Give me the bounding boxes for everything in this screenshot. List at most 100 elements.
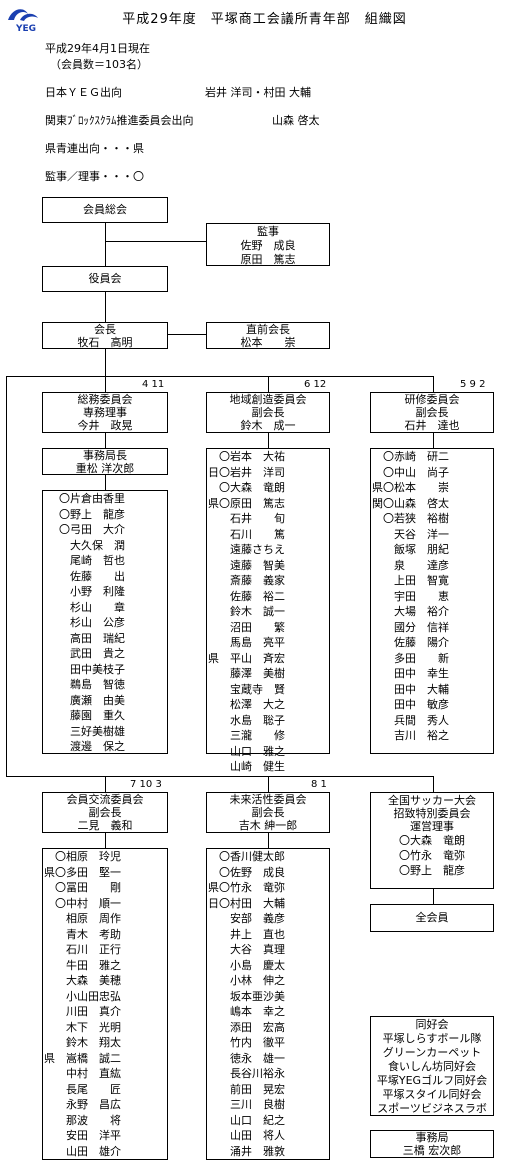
connector (105, 376, 106, 392)
member-row: 兵間 秀人 (369, 713, 489, 729)
connector (105, 292, 106, 322)
member-row: 國分 信祥 (369, 620, 489, 636)
member-name: 嶋本 幸之 (219, 1005, 285, 1018)
member-name: 永野 昌広 (55, 1098, 121, 1111)
member-row: 山田 雄介 (41, 1144, 161, 1160)
connector (268, 376, 269, 392)
member-name: 〇香川健太郎 (219, 850, 285, 863)
member-row: 県 平山 斉宏 (205, 651, 325, 667)
member-row: 小林 伸之 (205, 973, 325, 989)
member-name: 飯塚 朋紀 (383, 543, 449, 556)
member-row: 大久保 潤 (45, 538, 165, 554)
member-row: 安田 洋平 (41, 1128, 161, 1144)
member-name: 高田 瑞紀 (59, 631, 125, 645)
member-name: 水島 聡子 (219, 713, 285, 727)
member-row: 県〇原田 篤志 (205, 496, 325, 512)
member-row: 〇香川健太郎 (205, 849, 325, 865)
member-row: 水島 聡子 (205, 713, 325, 729)
secondment-mark: 日 (208, 896, 219, 910)
member-name: 山田 雄介 (55, 1144, 121, 1158)
member-row: 多田 新 (369, 651, 489, 667)
secondment-mark: 県 (208, 651, 219, 665)
member-name: 渡邊 保之 (59, 740, 125, 753)
secretary-general-box: 事務局長 重松 洋次郎 (42, 448, 168, 475)
member-row: 中村 直紘 (41, 1066, 161, 1082)
secondment-mark: 県 (44, 865, 55, 879)
member-row: 廣瀬 由美 (45, 693, 165, 709)
member-row: 石井 旬 (205, 511, 325, 527)
member-name: 大久保 潤 (59, 538, 125, 552)
club-item: 平塚しらすボール隊 (382, 1032, 482, 1045)
training-member-list: 〇赤崎 研二〇中山 尚子県〇松本 崇関〇山森 啓太〇若狭 裕樹 天谷 洋一 飯塚… (370, 448, 494, 754)
member-name: 大場 裕介 (383, 605, 449, 618)
member-name: 兵間 秀人 (383, 713, 449, 727)
member-row: 永野 昌広 (41, 1097, 161, 1113)
connector (433, 888, 434, 904)
committee-leader: 石井 達也 (404, 419, 460, 432)
member-name: 石川 正行 (55, 943, 121, 956)
committee-leader: 鈴木 成一 (240, 419, 296, 432)
club-item: 平塚YEGゴルフ同好会 (376, 1074, 488, 1087)
committee-role: 専務理事 (83, 406, 127, 419)
general-affairs-member-list: 〇片倉由香里〇野上 龍彦〇弓田 大介 大久保 潤 尾崎 哲也 佐藤 出 小野 利… (42, 490, 168, 754)
secretariat-box: 事務局 三橋 宏次郎 (370, 1130, 494, 1158)
connector (6, 776, 433, 777)
member-name: 中村 直紘 (55, 1067, 121, 1080)
secondment-mark: 関 (372, 496, 383, 510)
kanto-secondment-label: 関東ﾌﾞﾛｯｸｽｸﾗﾑ推進委員会出向 (45, 114, 194, 127)
member-row: 木下 光明 (41, 1020, 161, 1036)
member-name: 大谷 真理 (219, 943, 285, 956)
member-row: 嶋本 幸之 (205, 1004, 325, 1020)
committee-role: 副会長 (88, 806, 122, 819)
member-row: 泉 達彦 (369, 558, 489, 574)
member-name: 長尾 匠 (55, 1082, 121, 1096)
yeg-secondment-label: 日本ＹＥＧ出向 (45, 86, 122, 99)
connector (268, 832, 269, 848)
committee-count: 6 12 (304, 379, 327, 390)
member-name: 〇村田 大輔 (219, 896, 285, 910)
member-row: 〇大森 竜朗 (205, 480, 325, 496)
member-name: 〇山森 啓太 (383, 496, 449, 510)
member-row: 渡邊 保之 (45, 739, 165, 755)
member-name: 那波 将 (55, 1113, 121, 1127)
member-row: 長尾 匠 (41, 1082, 161, 1098)
connector (433, 776, 434, 792)
member-row: 斎藤 義家 (205, 573, 325, 589)
member-row: 鈴木 翔太 (41, 1035, 161, 1051)
member-name: 小山田忠弘 (55, 989, 121, 1003)
member-row: 大場 裕介 (369, 604, 489, 620)
chair-title: 会長 (94, 323, 116, 336)
member-name: 〇片倉由香里 (59, 492, 125, 505)
member-row: 〇野上 龍彦 (45, 507, 165, 523)
member-row: 遠藤さちえ (205, 542, 325, 558)
member-row: 藤園 重久 (45, 708, 165, 724)
member-row: 大谷 真理 (205, 942, 325, 958)
member-row: 佐藤 出 (45, 569, 165, 585)
member-row: 相原 周作 (41, 911, 161, 927)
member-row: 県〇竹永 竜弥 (205, 880, 325, 896)
member-exchange-member-list: 〇相原 玲児県〇多田 堅一〇冨田 剛〇中村 順一 相原 周作 青木 考助 石川 … (42, 848, 168, 1160)
member-row: 田中美枝子 (45, 662, 165, 678)
member-row: 杉山 公彦 (45, 615, 165, 631)
member-row: 日〇村田 大輔 (205, 896, 325, 912)
page-title: 平成29年度 平塚商工会議所青年部 組織図 (122, 12, 407, 27)
member-name: 前田 晃宏 (219, 1082, 285, 1096)
member-row: 佐藤 裕二 (205, 589, 325, 605)
as-of-date: 平成29年4月1日現在 (45, 42, 150, 55)
committee-leader: 二見 義和 (77, 819, 133, 832)
member-name: 〇中村 順一 (55, 896, 121, 910)
member-name: 〇赤崎 研二 (383, 450, 449, 463)
secondment-mark: 県 (372, 481, 383, 494)
member-row: 県 嵩橋 誠二 (41, 1051, 161, 1067)
member-name: 〇中山 尚子 (383, 465, 449, 479)
member-row: 尾崎 哲也 (45, 553, 165, 569)
member-name: 田中 敏彦 (383, 698, 449, 711)
member-row: 〇岩本 大祐 (205, 449, 325, 465)
member-name: 山田 将人 (219, 1129, 285, 1142)
committee-count: 4 11 (142, 379, 165, 390)
member-name: 青木 考助 (55, 927, 121, 941)
member-name: 武田 貴之 (59, 647, 125, 660)
member-row: 遠藤 智美 (205, 558, 325, 574)
member-row: 鵜島 智徳 (45, 677, 165, 693)
director-legend: 監事／理事・・・〇 (45, 170, 144, 183)
